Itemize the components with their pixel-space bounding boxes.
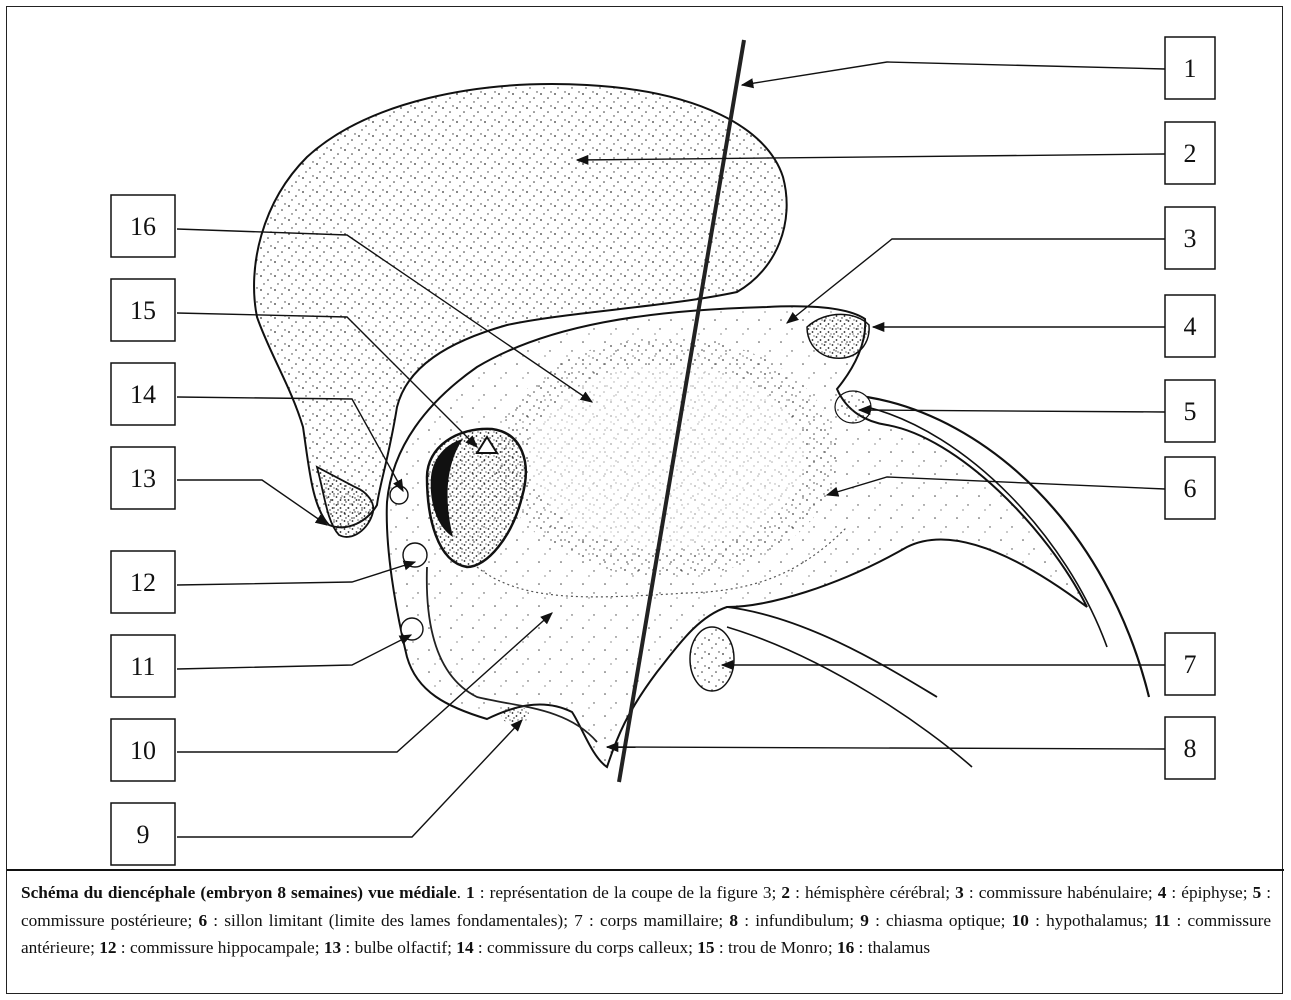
svg-text:6: 6 <box>1184 474 1197 503</box>
svg-text:12: 12 <box>130 568 156 597</box>
mammillary-body <box>690 627 734 691</box>
label-box-13: 13 <box>111 447 175 509</box>
label-box-11: 11 <box>111 635 175 697</box>
label-box-2: 2 <box>1165 122 1215 184</box>
figure-caption: Schéma du diencéphale (embryon 8 semaine… <box>21 879 1271 962</box>
label-box-14: 14 <box>111 363 175 425</box>
svg-text:7: 7 <box>1184 650 1197 679</box>
anterior-commissure <box>401 618 423 640</box>
label-box-12: 12 <box>111 551 175 613</box>
posterior-commissure <box>835 391 871 423</box>
label-box-9: 9 <box>111 803 175 865</box>
svg-text:13: 13 <box>130 464 156 493</box>
caption-divider <box>7 869 1284 871</box>
label-box-7: 7 <box>1165 633 1215 695</box>
optic-chiasm <box>501 706 529 724</box>
label-box-6: 6 <box>1165 457 1215 519</box>
svg-text:5: 5 <box>1184 397 1197 426</box>
label-box-16: 16 <box>111 195 175 257</box>
svg-text:3: 3 <box>1184 224 1197 253</box>
label-box-15: 15 <box>111 279 175 341</box>
svg-text:1: 1 <box>1184 54 1197 83</box>
label-box-5: 5 <box>1165 380 1215 442</box>
svg-text:8: 8 <box>1184 734 1197 763</box>
svg-text:9: 9 <box>137 820 150 849</box>
label-box-8: 8 <box>1165 717 1215 779</box>
hippocampal-commissure <box>403 543 427 567</box>
svg-text:2: 2 <box>1184 139 1197 168</box>
svg-text:4: 4 <box>1184 312 1197 341</box>
callosal-commissure <box>390 486 408 504</box>
svg-text:10: 10 <box>130 736 156 765</box>
label-box-4: 4 <box>1165 295 1215 357</box>
label-box-3: 3 <box>1165 207 1215 269</box>
caption-title: Schéma du diencéphale (embryon 8 semaine… <box>21 883 457 902</box>
svg-text:11: 11 <box>130 652 155 681</box>
svg-text:15: 15 <box>130 296 156 325</box>
label-box-10: 10 <box>111 719 175 781</box>
figure-frame: 1 2 3 4 5 6 7 8 16 15 14 13 12 11 10 9 S… <box>6 6 1283 994</box>
svg-text:14: 14 <box>130 380 156 409</box>
label-box-1: 1 <box>1165 37 1215 99</box>
svg-text:16: 16 <box>130 212 156 241</box>
diencephalon-diagram: 1 2 3 4 5 6 7 8 16 15 14 13 12 11 10 9 <box>7 7 1284 869</box>
